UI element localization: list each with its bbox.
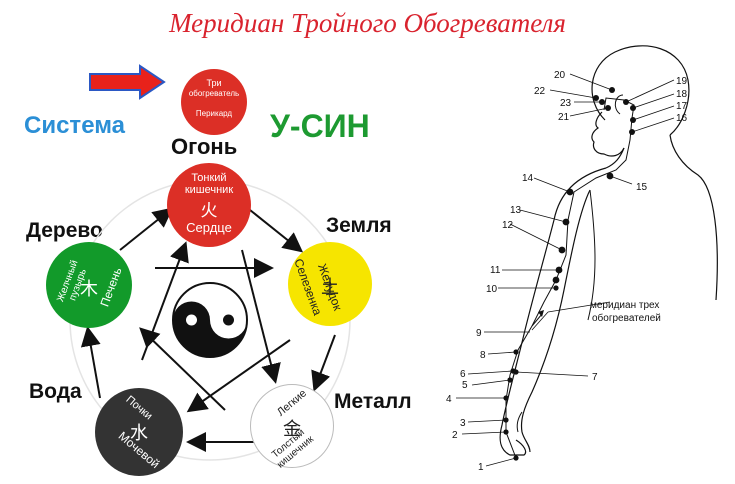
page-title: Меридиан Тройного Обогревателя [169, 8, 566, 38]
point-label: 7 [592, 372, 598, 383]
wood-label: Дерево [26, 219, 103, 242]
system-label: Система [24, 112, 126, 139]
point-label: 9 [476, 328, 482, 339]
point-label: 3 [460, 418, 466, 429]
fire-circle: Тонкий кишечник 火 Сердце [167, 163, 251, 247]
water-circle: Почки 水 Мочевой [95, 388, 183, 476]
fire-label: Огонь [171, 134, 238, 159]
point-label: 21 [558, 112, 570, 123]
wood-glyph: 木 [80, 279, 98, 299]
yin-yang-icon [172, 282, 248, 358]
water-label: Вода [29, 380, 82, 403]
point-label: 8 [480, 350, 486, 361]
meridian-label-line2: обогревателей [592, 312, 661, 324]
fire-organ-top: Тонкий кишечник [184, 172, 234, 196]
metal-circle: Легкие 金 Толстый кишечник [250, 384, 334, 471]
triple-heater-line1: Три [206, 78, 222, 88]
meridian-label-line1: меридиан трех [590, 300, 659, 311]
earth-circle: Желудок 土 Селезенка [288, 242, 372, 326]
point-label: 13 [510, 205, 522, 216]
point-label: 20 [554, 70, 566, 81]
fire-glyph: 火 [200, 201, 218, 220]
point-label: 22 [534, 86, 546, 97]
triple-heater-line3: Перикард [195, 109, 233, 118]
point-label: 15 [636, 182, 648, 193]
triple-heater-line2: обогреватель [188, 89, 240, 98]
point-label: 19 [676, 76, 688, 87]
point-label: 1 [478, 462, 484, 473]
point-label: 2 [452, 430, 458, 441]
fire-organ-bottom: Сердце [186, 220, 232, 235]
point-label: 10 [486, 284, 498, 295]
point-label: 11 [490, 265, 501, 276]
point-label: 4 [446, 394, 452, 405]
point-label: 5 [462, 380, 468, 391]
point-label: 18 [676, 89, 688, 100]
wu-xing-label: У-СИН [270, 108, 370, 144]
red-arrow-icon [89, 64, 166, 100]
body-meridian-figure: 1 2 3 4 5 6 7 8 9 10 11 12 13 14 15 16 1… [446, 45, 718, 473]
point-label: 17 [676, 101, 688, 112]
water-glyph: 水 [130, 423, 148, 443]
wood-circle: Желчный пузырь 木 Печень [46, 242, 132, 328]
point-label: 23 [560, 98, 572, 109]
point-label: 16 [676, 113, 688, 124]
metal-label: Металл [334, 390, 412, 413]
point-label: 12 [502, 220, 514, 231]
point-label: 14 [522, 173, 534, 184]
earth-glyph: 土 [321, 277, 339, 297]
triple-heater-circle: Три обогреватель Перикард [181, 69, 247, 135]
metal-glyph: 金 [283, 419, 301, 439]
earth-label: Земля [326, 214, 392, 237]
point-label: 6 [460, 369, 466, 380]
